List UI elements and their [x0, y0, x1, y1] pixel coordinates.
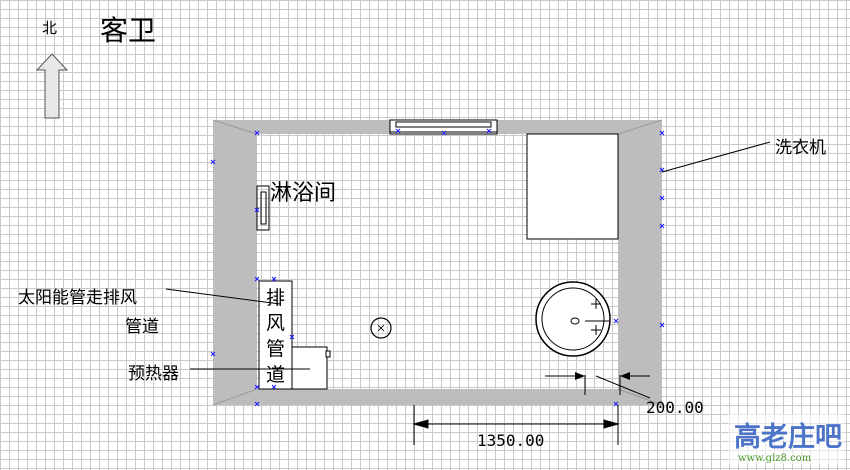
watermark-logo-text: 高老庄吧	[734, 421, 842, 453]
dimension-offset-label: 200.00	[646, 398, 704, 417]
shower-label: 淋浴间	[270, 181, 336, 206]
wall-corner-lines	[212, 119, 663, 406]
washer-label: 洗衣机	[775, 138, 826, 158]
preheater-label: 预热器	[128, 364, 179, 384]
vent-duct	[258, 280, 293, 390]
solar-pipe-label-1: 太阳能管走排风	[18, 288, 137, 308]
leader-lines	[165, 141, 771, 399]
offset-leader	[595, 375, 651, 399]
washing-machine	[526, 133, 619, 240]
dimension-wall-offset	[545, 372, 650, 395]
plan-title: 客卫	[100, 14, 156, 47]
watermark-logo: 高老庄吧 www.glz8.com	[728, 414, 844, 464]
snap-markers	[210, 128, 665, 407]
dimension-width	[412, 405, 620, 445]
svg-text:道: 道	[266, 364, 285, 386]
svg-text:排: 排	[266, 287, 285, 309]
svg-text:风: 风	[266, 312, 285, 334]
wall-top-left	[213, 120, 390, 134]
wall-right	[618, 120, 662, 405]
floor-drain-icon	[370, 317, 392, 339]
walls	[213, 120, 662, 405]
wall-bottom	[213, 389, 662, 405]
vent-duct-label: 排 风 管 道	[266, 287, 285, 386]
north-label: 北	[42, 19, 57, 37]
svg-text:管: 管	[266, 338, 285, 360]
dimension-width-label: 1350.00	[477, 431, 544, 450]
washer-leader	[661, 141, 771, 173]
watermark-url: www.glz8.com	[738, 453, 812, 464]
preheater	[291, 346, 328, 390]
north-arrow-icon	[35, 53, 69, 119]
wall-left	[213, 120, 257, 405]
solar-pipe-leader	[165, 288, 281, 305]
washbasin-icon	[535, 281, 611, 357]
shower-fixture	[256, 185, 270, 231]
solar-pipe-label-2: 管道	[125, 317, 159, 337]
preheater-knob	[325, 350, 331, 358]
